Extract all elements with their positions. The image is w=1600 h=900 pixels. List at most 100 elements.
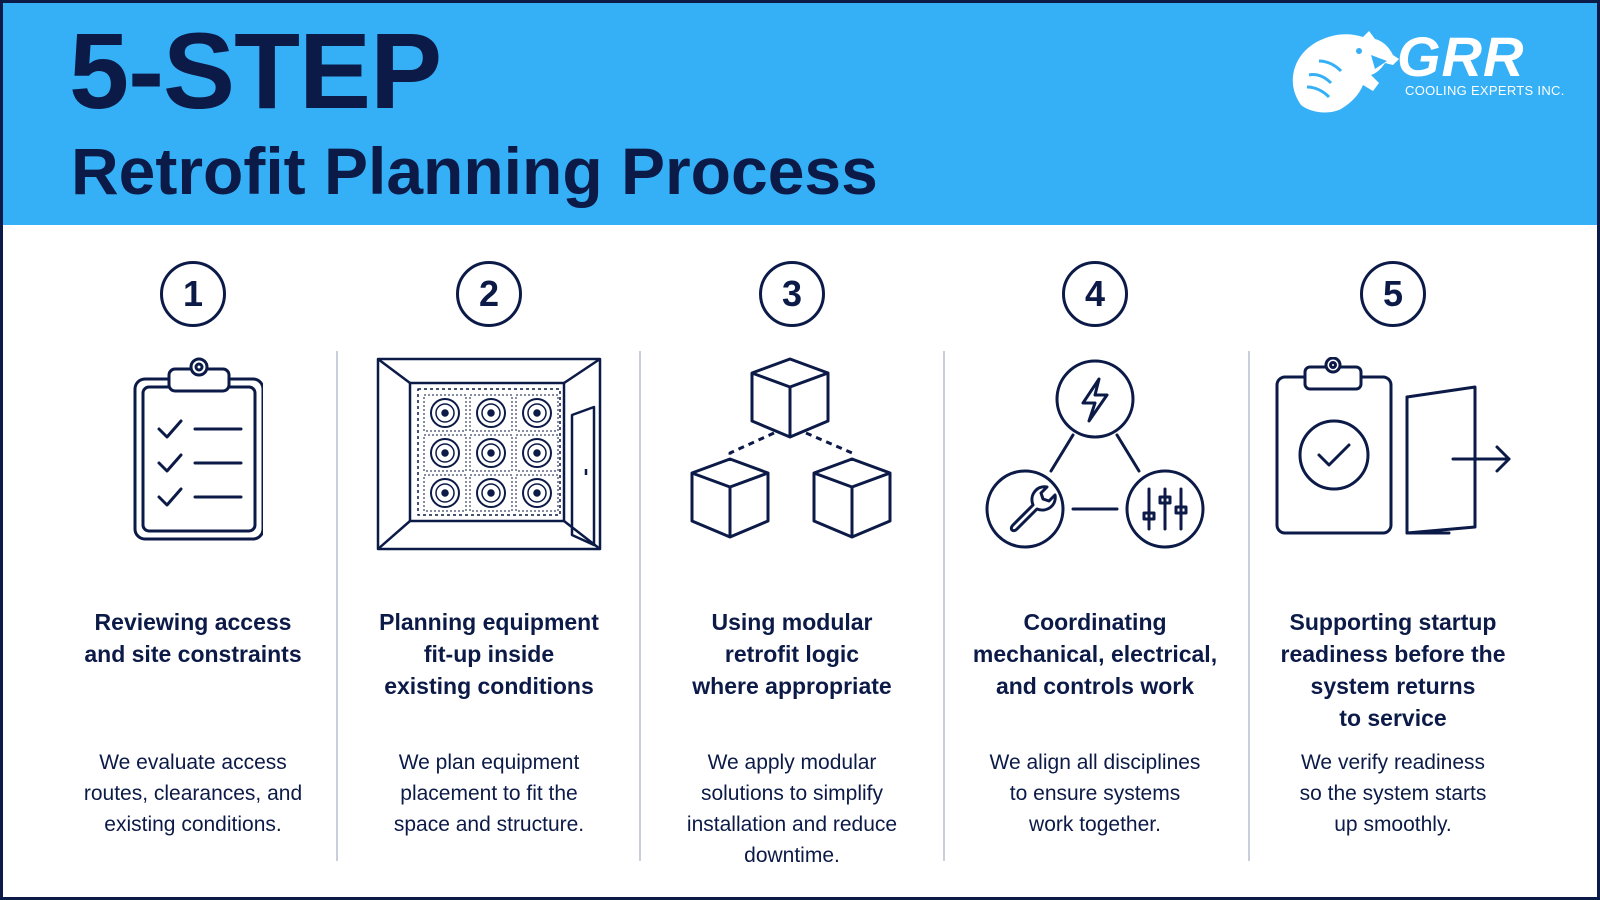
page-title: 5-STEP <box>69 10 442 131</box>
fan-hub <box>533 409 541 417</box>
step-desc-line: routes, clearances, and <box>83 782 303 805</box>
step-title-line: readiness before the <box>1280 641 1506 667</box>
fan-ring <box>522 438 552 468</box>
fan-ring <box>476 438 506 468</box>
step-desc-line: existing conditions. <box>104 813 282 836</box>
bear-logo-icon <box>1292 31 1399 113</box>
fan-blade-ring <box>435 483 455 503</box>
step-desc-line: to ensure systems <box>1009 782 1181 805</box>
fan-cell <box>423 434 467 472</box>
step-title-line: system returns <box>1310 673 1476 699</box>
step-desc-line: We evaluate access <box>99 751 287 774</box>
step-3: 3 <box>642 261 942 867</box>
clipboard-check-door-icon <box>1275 357 1511 535</box>
fan-blade-ring <box>481 403 501 423</box>
step-title: Reviewing access and site constraints <box>43 606 343 670</box>
logo-wordmark: GRR <box>1397 25 1525 88</box>
step-desc-line: We align all disciplines <box>989 751 1201 774</box>
fan-cell <box>515 474 559 512</box>
column-divider <box>639 351 641 861</box>
fan-blade-ring <box>435 403 455 423</box>
step-title: Supporting startup readiness before the … <box>1243 606 1543 734</box>
step-title-line: and site constraints <box>84 641 302 667</box>
fan-blade-ring <box>435 443 455 463</box>
clipboard-checklist-icon <box>133 357 263 541</box>
fan-blade-ring <box>481 443 501 463</box>
fan-ring <box>476 398 506 428</box>
step-title-line: Planning equipment <box>379 609 599 635</box>
fan-cell <box>469 474 513 512</box>
step-description: We verify readiness so the system starts… <box>1243 747 1543 840</box>
logo-tagline: COOLING EXPERTS INC. <box>1405 83 1565 98</box>
step-title-line: Supporting startup <box>1289 609 1497 635</box>
step-number-badge: 5 <box>1360 261 1426 327</box>
step-description: We plan equipment placement to fit the s… <box>339 747 639 840</box>
step-desc-line: We apply modular <box>707 751 877 774</box>
step-desc-line: so the system starts <box>1299 782 1487 805</box>
fan-hub <box>441 489 449 497</box>
company-logo: GRR COOLING EXPERTS INC. <box>1289 25 1579 115</box>
step-description: We evaluate access routes, clearances, a… <box>43 747 343 840</box>
step-desc-line: work together. <box>1029 813 1161 836</box>
fan-hub <box>533 489 541 497</box>
header-banner: 5-STEP Retrofit Planning Process GRR COO… <box>3 3 1597 225</box>
fan-blade-ring <box>527 483 547 503</box>
column-divider <box>943 351 945 861</box>
fan-blade-ring <box>527 403 547 423</box>
fan-cell <box>469 434 513 472</box>
fan-ring <box>430 438 460 468</box>
fan-cell <box>515 434 559 472</box>
fan-blade-ring <box>527 443 547 463</box>
step-number-badge: 1 <box>160 261 226 327</box>
infographic: 5-STEP Retrofit Planning Process GRR COO… <box>3 3 1597 897</box>
step-desc-line: We plan equipment <box>398 751 580 774</box>
fan-hub <box>441 449 449 457</box>
column-divider <box>1248 351 1250 861</box>
step-1: 1 Reviewing access and site constraints … <box>43 261 343 836</box>
step-4: 4 Coordinating mechanical, electr <box>945 261 1245 836</box>
fan-cell <box>423 474 467 512</box>
step-title: Using modular retrofit logic where appro… <box>642 606 942 702</box>
step-number-badge: 2 <box>456 261 522 327</box>
fan-hub <box>533 449 541 457</box>
step-title-line: fit-up inside <box>423 641 555 667</box>
step-desc-line: solutions to simplify <box>700 782 884 805</box>
step-title-line: where appropriate <box>692 673 892 699</box>
fan-hub <box>487 489 495 497</box>
step-title: Planning equipment fit-up inside existin… <box>339 606 639 702</box>
fan-ring <box>522 478 552 508</box>
step-description: We apply modular solutions to simplify i… <box>642 747 942 871</box>
fan-ring <box>430 398 460 428</box>
room-fan-grid-icon <box>376 357 602 551</box>
step-description: We align all disciplines to ensure syste… <box>945 747 1245 840</box>
fan-hub <box>441 409 449 417</box>
coordination-triangle-icon <box>985 359 1205 549</box>
fan-cell <box>469 394 513 432</box>
step-title-line: existing conditions <box>384 673 594 699</box>
step-2: 2 Planning equipment fit-up inside exist… <box>339 261 639 836</box>
fan-ring <box>522 398 552 428</box>
step-desc-line: installation and reduce <box>686 813 898 836</box>
step-title-line: retrofit logic <box>724 641 860 667</box>
step-title-line: Reviewing access <box>94 609 292 635</box>
fan-cell <box>423 394 467 432</box>
column-divider <box>336 351 338 861</box>
fan-ring <box>430 478 460 508</box>
modular-cubes-icon <box>690 357 892 539</box>
fan-blade-ring <box>481 483 501 503</box>
fan-ring <box>476 478 506 508</box>
step-desc-line: downtime. <box>744 844 840 867</box>
step-number-badge: 3 <box>759 261 825 327</box>
page-subtitle: Retrofit Planning Process <box>71 134 878 208</box>
step-number-badge: 4 <box>1062 261 1128 327</box>
fan-cell <box>515 394 559 432</box>
step-title-line: and controls work <box>995 673 1195 699</box>
step-desc-line: up smoothly. <box>1334 813 1452 836</box>
step-title-line: to service <box>1339 705 1447 731</box>
step-desc-line: space and structure. <box>393 813 585 836</box>
step-5: 5 Supporting startup readiness before th… <box>1243 261 1543 836</box>
fan-hub <box>487 449 495 457</box>
step-title-line: Coordinating <box>1023 609 1167 635</box>
step-desc-line: We verify readiness <box>1300 751 1486 774</box>
step-title-line: mechanical, electrical, <box>972 641 1218 667</box>
